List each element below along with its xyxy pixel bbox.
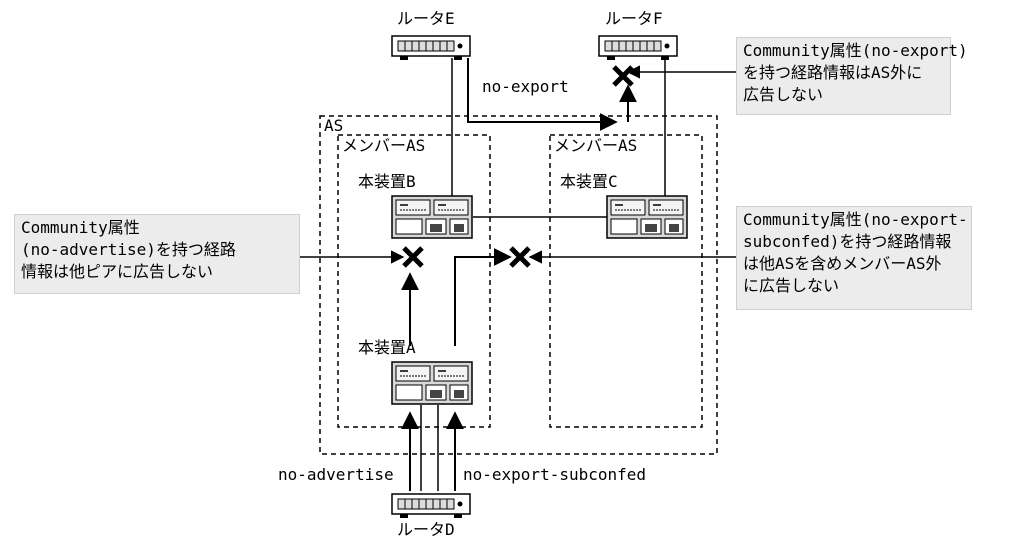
note-no-advertise-line-3: 情報は他ピアに広告しない [21,262,214,281]
device-a-icon [391,361,473,405]
as-boundary [319,115,718,455]
member-as-left-label: メンバーAS [342,136,426,155]
note-no-export-subconfed-line-1: Community属性(no-export- [743,210,968,229]
no-export-label: no-export [482,77,569,96]
note-no-export: Community属性(no-export) を持つ経路情報はAS外に 広告しな… [736,37,968,115]
device-c-label: 本装置C [560,172,618,191]
note-no-export-line-1: Community属性(no-export) [743,41,968,60]
member-as-right-boundary [549,134,703,428]
no-export-subconfed-label: no-export-subconfed [463,465,647,484]
member-as-right-label: メンバーAS [554,136,638,155]
note-no-advertise-line-2: (no-advertise)を持つ経路 [21,240,236,259]
flow-no-export-arrow [467,58,618,131]
router-e-label: ルータE [397,9,455,28]
router-d-icon [391,493,471,519]
block-mark-no-advertise [404,248,422,266]
note-no-export-line-3: 広告しない [743,85,824,104]
note-no-export-line-2: を持つ経路情報はAS外に [743,63,923,82]
note-no-export-subconfed-line-2: subconfed)を持つ経路情報 [743,232,952,251]
device-a-label: 本装置A [358,338,416,357]
device-b-label: 本装置B [358,172,416,191]
note-no-export-subconfed-line-3: は他ASを含めメンバーAS外 [743,254,942,273]
block-mark-no-export-subconfed [511,248,529,266]
router-f-icon [598,35,678,61]
block-mark-no-export [614,67,632,85]
no-advertise-label: no-advertise [278,465,394,484]
as-label: AS [324,116,344,135]
device-c-icon [606,195,688,239]
router-e-icon [391,35,471,61]
note-no-export-subconfed: Community属性(no-export- subconfed)を持つ経路情報… [736,206,972,310]
member-as-left-boundary [337,134,491,428]
note-no-advertise: Community属性 (no-advertise)を持つ経路 情報は他ピアに広… [14,214,300,294]
note-no-export-subconfed-line-4: に広告しない [743,276,840,295]
router-f-label: ルータF [605,9,663,28]
note-no-advertise-line-1: Community属性 [21,218,140,237]
flow-no-export-subconfed-arrow [454,248,512,346]
device-b-icon [391,195,473,239]
router-d-label: ルータD [397,520,455,539]
